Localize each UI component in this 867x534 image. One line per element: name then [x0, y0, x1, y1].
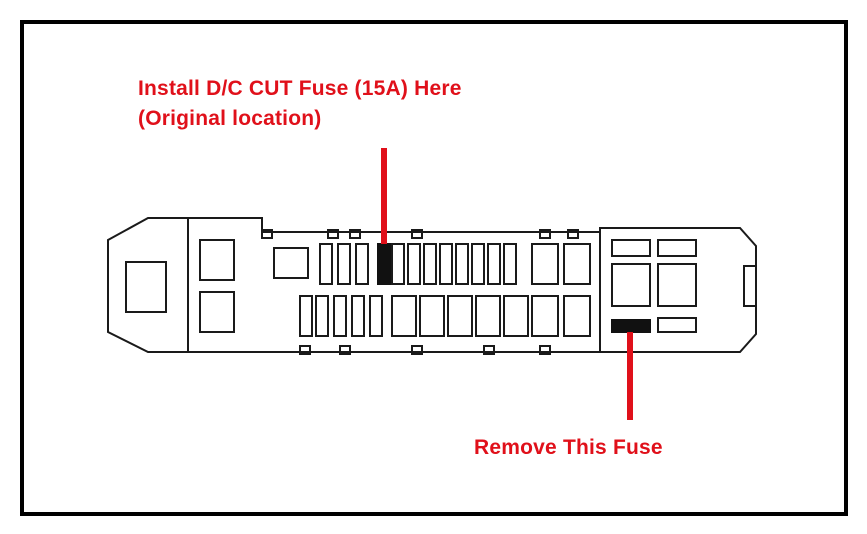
remove-annotation: Remove This Fuse [474, 436, 663, 459]
remove-pointer-line [627, 332, 633, 420]
remove-fuse [611, 319, 651, 333]
install-annotation-line2: (Original location) [138, 107, 322, 130]
install-annotation: Install D/C CUT Fuse (15A) Here (Origina… [138, 74, 462, 134]
install-location-fuse [377, 243, 391, 285]
left-tab-window [125, 261, 167, 313]
install-pointer-line [381, 148, 387, 244]
install-annotation-line1: Install D/C CUT Fuse (15A) Here [138, 77, 462, 100]
fuse-box-right-section [599, 227, 757, 353]
fuse-box-left-tab [107, 217, 189, 353]
